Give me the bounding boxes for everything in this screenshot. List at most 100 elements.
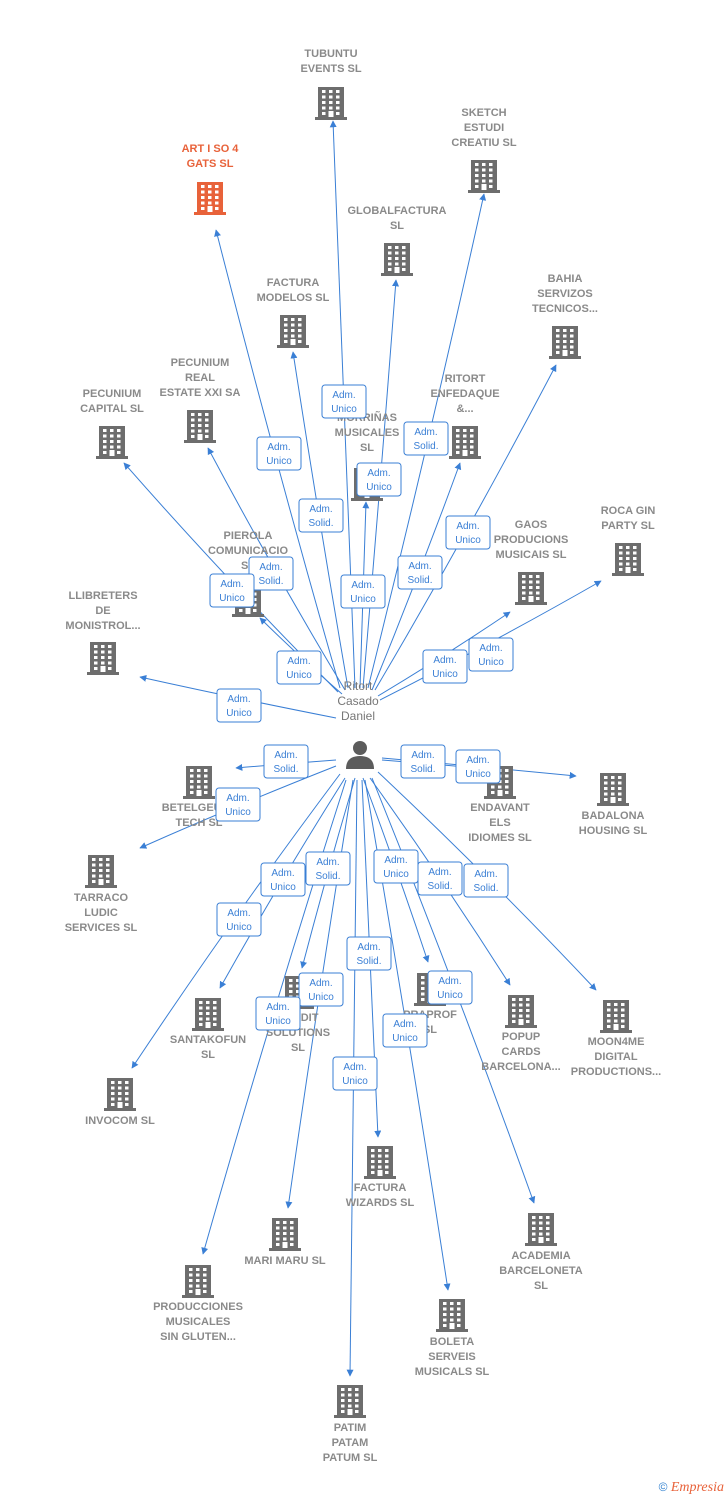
building-icon[interactable] (269, 1218, 301, 1251)
company-label[interactable]: PATIM (334, 1422, 367, 1434)
company-label[interactable]: RITORT (445, 373, 486, 385)
role-badge[interactable]: Adm.Solid. (417, 861, 463, 896)
company-llibreters[interactable]: LLIBRETERS DE MONISTROL... (65, 590, 141, 675)
role-badge[interactable]: Adm.Solid. (248, 556, 294, 591)
company-label[interactable]: MARI MARU SL (244, 1255, 326, 1267)
role-badge[interactable]: Adm.Solid. (463, 863, 509, 898)
person-label[interactable]: Casado (337, 694, 379, 708)
company-label[interactable]: ESTUDI (464, 122, 504, 134)
company-label[interactable]: HOUSING SL (579, 825, 648, 837)
company-label[interactable]: SERVICES SL (65, 922, 138, 934)
company-rocagin[interactable]: ROCA GIN PARTY SL (601, 505, 656, 576)
company-label[interactable]: DE (95, 605, 110, 617)
company-label[interactable]: MOON4ME (588, 1036, 645, 1048)
company-facturawizards[interactable]: FACTURA WIZARDS SL (346, 1146, 415, 1209)
company-label[interactable]: SERVEIS (428, 1351, 476, 1363)
company-label[interactable]: &... (456, 403, 473, 415)
company-label[interactable]: PRODUCTIONS... (571, 1066, 661, 1078)
company-invocom[interactable]: INVOCOM SL (85, 1078, 155, 1127)
company-label[interactable]: BARCELONETA (499, 1265, 583, 1277)
company-label[interactable]: TARRACO (74, 892, 129, 904)
company-label[interactable]: BOLETA (430, 1336, 474, 1348)
company-label[interactable]: GLOBALFACTURA (348, 205, 447, 217)
role-badge[interactable]: Adm.Solid. (397, 555, 443, 590)
company-label[interactable]: TECNICOS... (532, 303, 598, 315)
company-label[interactable]: SL (291, 1042, 305, 1054)
building-icon[interactable] (96, 426, 128, 459)
building-icon[interactable] (549, 326, 581, 359)
company-label[interactable]: MUSICAIS SL (496, 549, 567, 561)
company-popup[interactable]: POPUPCARDSBARCELONA... (481, 995, 561, 1073)
person-label[interactable]: Daniel (341, 709, 375, 723)
building-icon[interactable] (334, 1385, 366, 1418)
company-label[interactable]: ENDAVANT (470, 802, 530, 814)
company-label[interactable]: PIEROLA (224, 530, 273, 542)
company-ritortenfedaque[interactable]: RITORT ENFEDAQUE &... (430, 373, 500, 459)
role-badge[interactable]: Adm.Unico (445, 515, 491, 550)
company-label[interactable]: PECUNIUM (171, 357, 230, 369)
building-icon[interactable] (468, 160, 500, 193)
company-label[interactable]: CREATIU SL (451, 137, 516, 149)
company-label[interactable]: REAL (185, 372, 215, 384)
role-badge[interactable]: Adm.Unico (373, 849, 419, 884)
person-icon[interactable] (346, 741, 374, 769)
company-label[interactable]: POPUP (502, 1031, 541, 1043)
company-marimaru[interactable]: MARI MARU SL (244, 1218, 326, 1267)
company-label[interactable]: SL (534, 1280, 548, 1292)
role-badge[interactable]: Adm.Unico (215, 787, 261, 822)
company-label[interactable]: SL (360, 442, 374, 454)
company-label[interactable]: TUBUNTU (304, 48, 357, 60)
company-label[interactable]: ART I SO 4 (182, 143, 240, 155)
role-badge[interactable]: Adm.Unico (468, 637, 514, 672)
role-badge[interactable]: Adm.Unico (216, 688, 262, 723)
role-badge[interactable]: Adm.Unico (256, 436, 302, 471)
role-badge[interactable]: Adm.Unico (422, 649, 468, 684)
company-label[interactable]: ROCA GIN (601, 505, 656, 517)
company-label[interactable]: PRODUCCIONES (153, 1301, 243, 1313)
role-badge[interactable]: Adm.Unico (298, 972, 344, 1007)
company-label[interactable]: PECUNIUM (83, 388, 142, 400)
building-icon[interactable] (381, 243, 413, 276)
company-label[interactable]: ENFEDAQUE (430, 388, 499, 400)
role-badge[interactable]: Adm.Unico (216, 902, 262, 937)
role-badge[interactable]: Adm.Unico (382, 1013, 428, 1048)
building-icon[interactable] (277, 315, 309, 348)
role-badge[interactable]: Adm.Solid. (305, 851, 351, 886)
building-icon[interactable] (104, 1078, 136, 1111)
company-label[interactable]: SL (201, 1049, 215, 1061)
role-badge[interactable]: Adm.Solid. (400, 744, 446, 779)
building-icon[interactable] (597, 773, 629, 806)
building-icon[interactable] (612, 543, 644, 576)
company-label[interactable]: MUSICALS SL (415, 1366, 490, 1378)
company-label[interactable]: DIGITAL (594, 1051, 637, 1063)
company-label[interactable]: MONISTROL... (65, 620, 140, 632)
building-icon[interactable] (315, 87, 347, 120)
building-icon[interactable] (436, 1299, 468, 1332)
role-badge[interactable]: Adm.Unico (255, 996, 301, 1031)
company-label[interactable]: PARTY SL (601, 520, 655, 532)
company-patim[interactable]: PATIM PATAM PATUM SL (323, 1385, 378, 1464)
company-label[interactable]: LUDIC (84, 907, 118, 919)
role-badge[interactable]: Adm.Solid. (298, 498, 344, 533)
company-label[interactable]: PATAM (332, 1437, 369, 1449)
company-label[interactable]: MUSICALES (335, 427, 400, 439)
building-icon[interactable] (192, 998, 224, 1031)
company-label[interactable]: PRODUCIONS (494, 534, 569, 546)
company-label[interactable]: WIZARDS SL (346, 1197, 415, 1209)
company-label[interactable]: PATUM SL (323, 1452, 378, 1464)
company-label[interactable]: FACTURA (354, 1182, 407, 1194)
company-label[interactable]: LLIBRETERS (68, 590, 137, 602)
building-icon[interactable] (449, 426, 481, 459)
company-label[interactable]: COMUNICACIO (208, 545, 288, 557)
role-badge[interactable]: Adm.Unico (455, 749, 501, 784)
